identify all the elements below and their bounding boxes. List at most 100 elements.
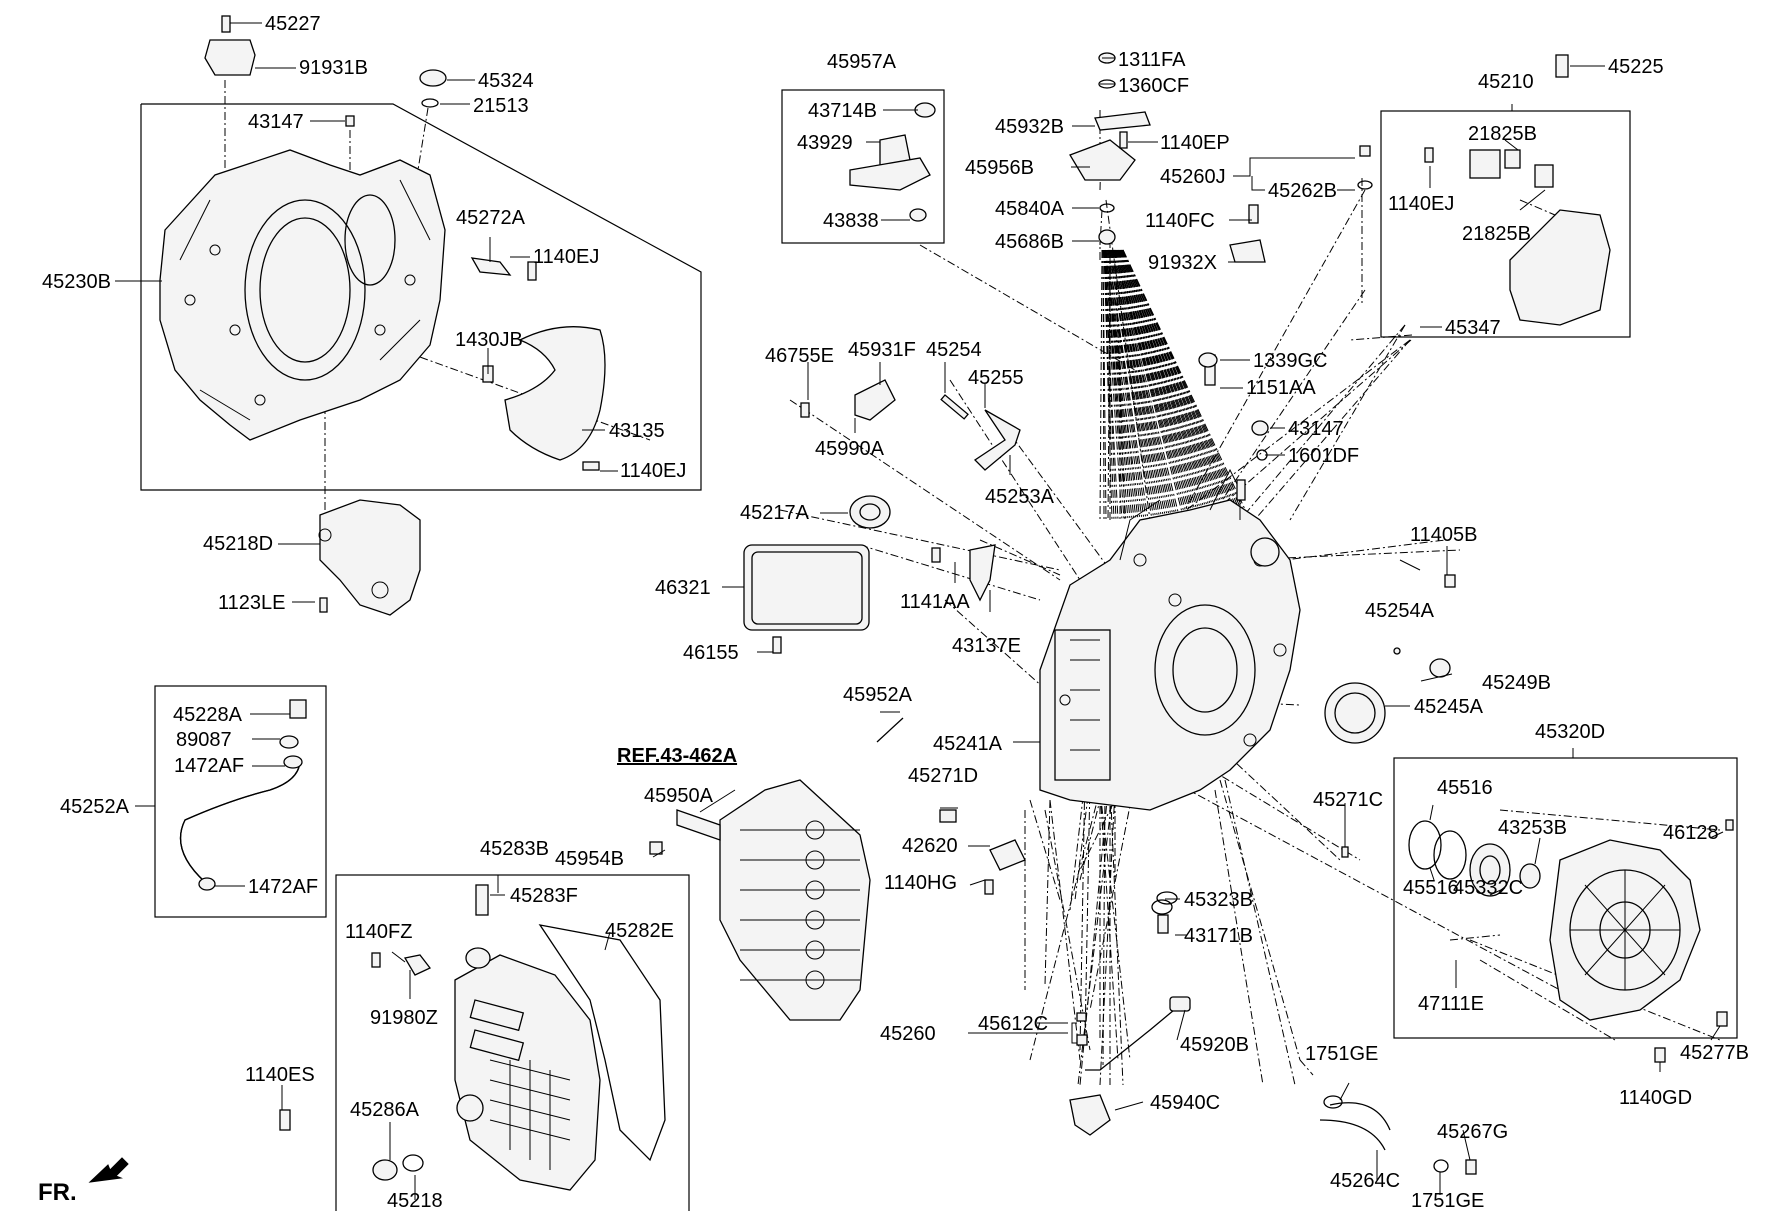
- label-45516-top[interactable]: 45516: [1437, 777, 1493, 799]
- label-46755E[interactable]: 46755E: [765, 345, 834, 367]
- label-1360CF[interactable]: 1360CF: [1118, 75, 1189, 97]
- label-45271D[interactable]: 45271D: [908, 765, 978, 787]
- label-1751GE-bottom[interactable]: 1751GE: [1411, 1190, 1484, 1211]
- label-1140FC[interactable]: 1140FC: [1145, 210, 1215, 232]
- label-45227[interactable]: 45227: [265, 13, 321, 35]
- label-42620[interactable]: 42620: [902, 835, 958, 857]
- label-45320D[interactable]: 45320D: [1535, 721, 1605, 743]
- label-1751GE-top[interactable]: 1751GE: [1305, 1043, 1378, 1065]
- label-45225[interactable]: 45225: [1608, 56, 1664, 78]
- label-45990A[interactable]: 45990A: [815, 438, 885, 460]
- label-45267G[interactable]: 45267G: [1437, 1121, 1508, 1143]
- label-45840A[interactable]: 45840A: [995, 198, 1065, 220]
- label-43838[interactable]: 43838: [823, 210, 879, 232]
- label-45324[interactable]: 45324: [478, 70, 534, 92]
- label-45920B[interactable]: 45920B: [1180, 1034, 1249, 1056]
- label-45249B[interactable]: 45249B: [1482, 672, 1551, 694]
- label-45217A[interactable]: 45217A: [740, 502, 810, 524]
- label-45323B[interactable]: 45323B: [1184, 889, 1253, 911]
- label-45255[interactable]: 45255: [968, 367, 1024, 389]
- label-46128[interactable]: 46128: [1663, 822, 1719, 844]
- label-1140ES[interactable]: 1140ES: [245, 1064, 315, 1086]
- label-45286A[interactable]: 45286A: [350, 1099, 420, 1121]
- label-45228A[interactable]: 45228A: [173, 704, 243, 726]
- label-1140FZ[interactable]: 1140FZ: [345, 921, 412, 943]
- label-45252A[interactable]: 45252A: [60, 796, 130, 818]
- label-45253A[interactable]: 45253A: [985, 486, 1055, 508]
- lever-parts-center: [743, 379, 1026, 895]
- label-43147-left[interactable]: 43147: [248, 111, 304, 133]
- label-45230B[interactable]: 45230B: [42, 271, 111, 293]
- label-1140HG[interactable]: 1140HG: [884, 872, 957, 894]
- label-1140EP[interactable]: 1140EP: [1160, 132, 1230, 154]
- label-43253B[interactable]: 43253B: [1498, 817, 1567, 839]
- label-45950A[interactable]: 45950A: [644, 785, 714, 807]
- label-1141AA[interactable]: 1141AA: [900, 591, 970, 613]
- label-45612C[interactable]: 45612C: [978, 1013, 1048, 1035]
- label-45957A[interactable]: 45957A: [827, 51, 897, 73]
- label-45932B[interactable]: 45932B: [995, 116, 1064, 138]
- label-1472AF-bottom[interactable]: 1472AF: [248, 876, 318, 898]
- label-45940C[interactable]: 45940C: [1150, 1092, 1220, 1114]
- label-45262B[interactable]: 45262B: [1268, 180, 1337, 202]
- label-47111E[interactable]: 47111E: [1418, 993, 1484, 1015]
- label-21825B-bottom[interactable]: 21825B: [1462, 223, 1531, 245]
- label-45282E[interactable]: 45282E: [605, 920, 674, 942]
- label-45271C[interactable]: 45271C: [1313, 789, 1383, 811]
- ref-label[interactable]: REF.43-462A: [617, 745, 737, 767]
- label-1339GC[interactable]: 1339GC: [1253, 350, 1328, 372]
- label-45931F[interactable]: 45931F: [848, 339, 916, 361]
- label-1601DF[interactable]: 1601DF: [1288, 445, 1359, 467]
- label-21513[interactable]: 21513: [473, 95, 529, 117]
- label-45283B[interactable]: 45283B: [480, 838, 549, 860]
- label-89087[interactable]: 89087: [176, 729, 232, 751]
- label-46321[interactable]: 46321: [655, 577, 711, 599]
- label-11405B[interactable]: 11405B: [1410, 524, 1477, 546]
- label-45332C[interactable]: 45332C: [1453, 877, 1523, 899]
- label-45260[interactable]: 45260: [880, 1023, 936, 1045]
- label-46155[interactable]: 46155: [683, 642, 739, 664]
- label-1140EJ-right[interactable]: 1140EJ: [1388, 193, 1454, 215]
- group-box-mount-bracket: [1380, 110, 1631, 338]
- label-1140EJ-top[interactable]: 1140EJ: [533, 246, 599, 268]
- label-1123LE[interactable]: 1123LE: [218, 592, 285, 614]
- label-45260J[interactable]: 45260J: [1160, 166, 1226, 188]
- label-1140EJ-mid[interactable]: 1140EJ: [620, 460, 686, 482]
- label-1151AA[interactable]: 1151AA: [1246, 377, 1316, 399]
- label-45952A[interactable]: 45952A: [843, 684, 913, 706]
- label-45264C[interactable]: 45264C: [1330, 1170, 1400, 1192]
- label-1430JB[interactable]: 1430JB: [455, 329, 523, 351]
- label-91931B[interactable]: 91931B: [299, 57, 368, 79]
- label-43929[interactable]: 43929: [797, 132, 853, 154]
- label-45254A[interactable]: 45254A: [1365, 600, 1435, 622]
- label-45218[interactable]: 45218: [387, 1190, 443, 1211]
- label-45686B[interactable]: 45686B: [995, 231, 1064, 253]
- manual-lever-part: [849, 102, 936, 222]
- label-43135[interactable]: 43135: [609, 420, 665, 442]
- label-45516-bottom[interactable]: 45516: [1403, 877, 1459, 899]
- label-43171B[interactable]: 43171B: [1184, 925, 1253, 947]
- bracket-45218d-part: [318, 499, 421, 616]
- label-45283F[interactable]: 45283F: [510, 885, 578, 907]
- label-43147-right[interactable]: 43147: [1288, 418, 1344, 440]
- label-1311FA[interactable]: 1311FA: [1118, 49, 1186, 71]
- label-45956B[interactable]: 45956B: [965, 157, 1034, 179]
- label-91932X[interactable]: 91932X: [1148, 252, 1217, 274]
- label-43137E[interactable]: 43137E: [952, 635, 1021, 657]
- label-45272A[interactable]: 45272A: [456, 207, 526, 229]
- label-45254[interactable]: 45254: [926, 339, 982, 361]
- label-1472AF-top[interactable]: 1472AF: [174, 755, 244, 777]
- label-45954B[interactable]: 45954B: [555, 848, 624, 870]
- label-45218D[interactable]: 45218D: [203, 533, 273, 555]
- group-box-oil-pan: [335, 874, 690, 1211]
- label-43714B[interactable]: 43714B: [808, 100, 877, 122]
- label-1140GD[interactable]: 1140GD: [1619, 1087, 1692, 1109]
- label-91980Z[interactable]: 91980Z: [370, 1007, 438, 1029]
- label-45210[interactable]: 45210: [1478, 71, 1534, 93]
- label-45347[interactable]: 45347: [1445, 317, 1501, 339]
- label-45245A[interactable]: 45245A: [1414, 696, 1484, 718]
- label-21825B-top[interactable]: 21825B: [1468, 123, 1537, 145]
- label-45277B[interactable]: 45277B: [1680, 1042, 1749, 1064]
- label-45241A[interactable]: 45241A: [933, 733, 1003, 755]
